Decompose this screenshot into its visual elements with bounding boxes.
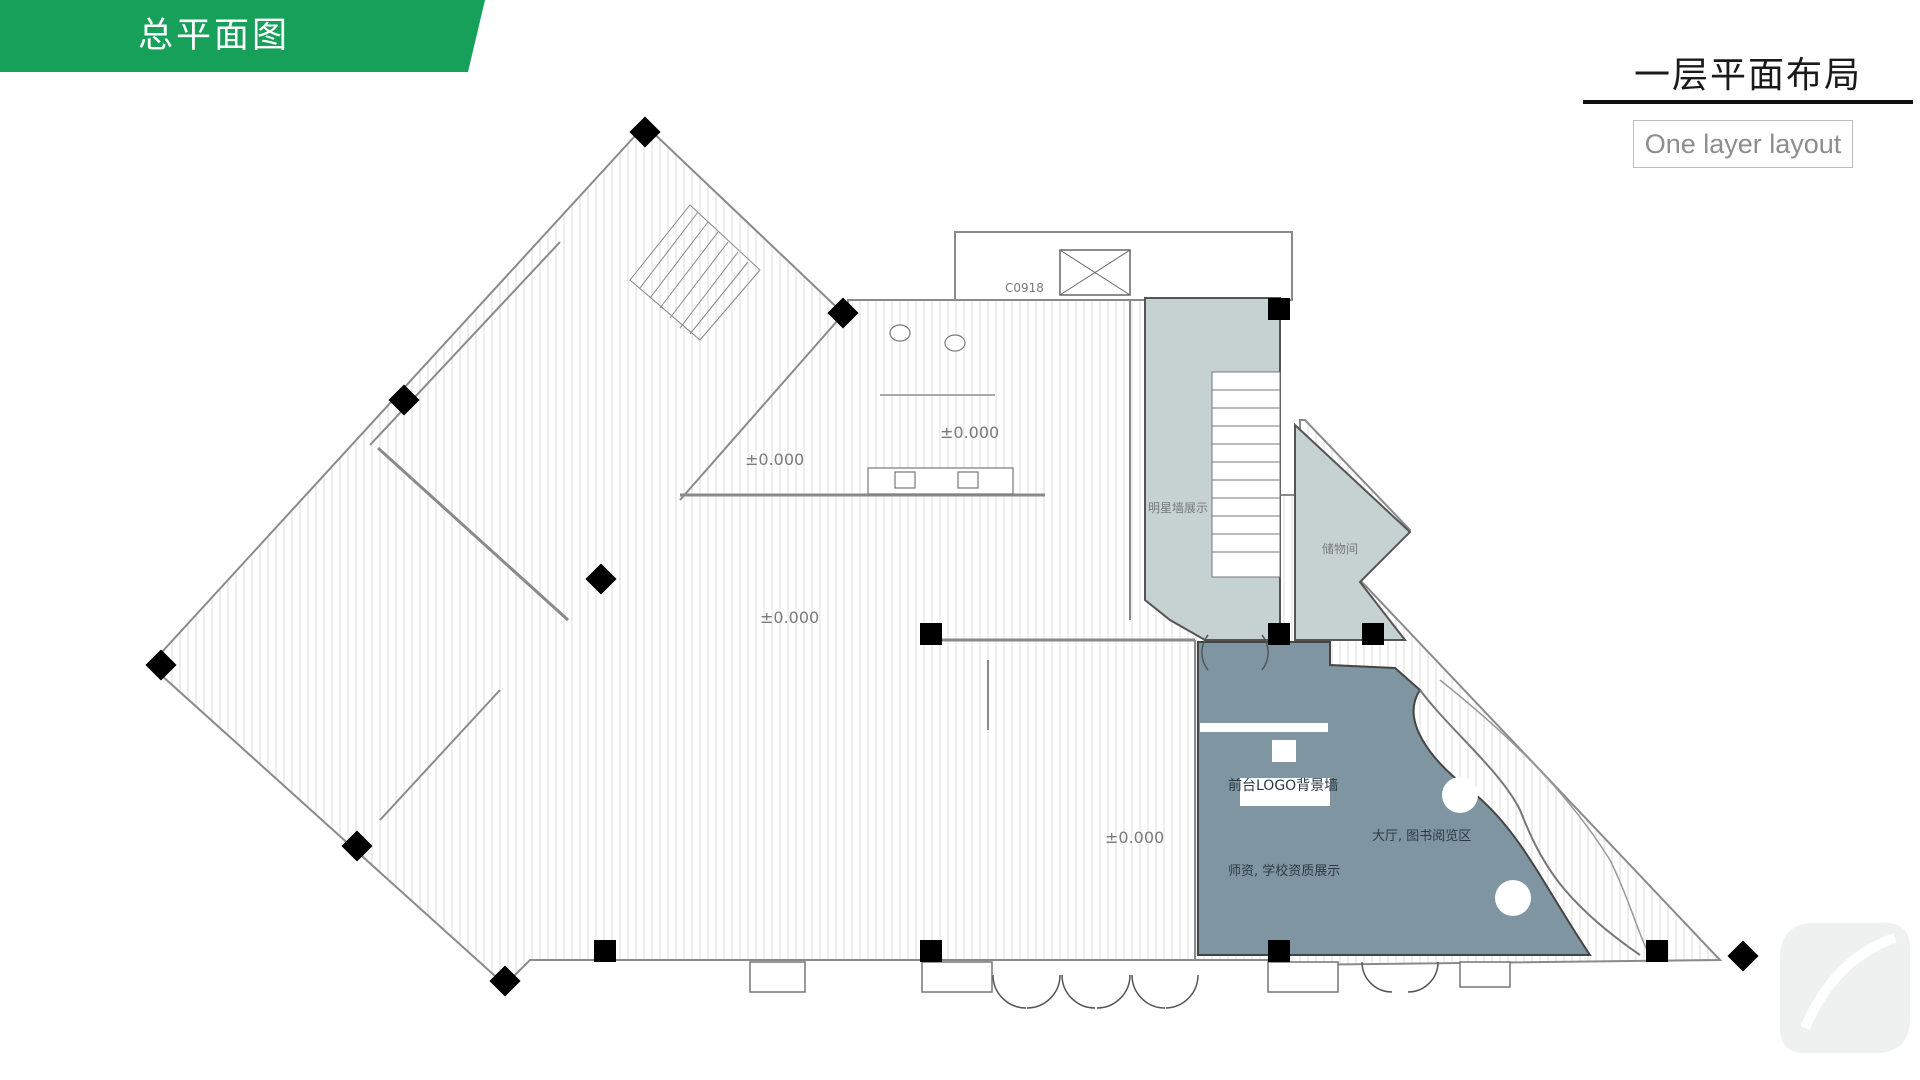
tag-code: C0918 <box>1005 281 1044 295</box>
elevation-mark-4: ±0.000 <box>1105 828 1164 847</box>
wall-diag-top <box>679 319 839 501</box>
label-storage: 储物间 <box>1322 541 1358 556</box>
landscape-edge-2 <box>1439 679 1651 956</box>
stair-left <box>629 204 761 341</box>
landscape-edge <box>1419 689 1641 956</box>
page-title: 总平面图 <box>138 16 291 56</box>
wall-l3 <box>379 689 501 821</box>
label-hall: 大厅, 图书阅览区 <box>1372 828 1471 844</box>
floor-heading-en: One layer layout <box>1633 120 1853 168</box>
reception-desk <box>1240 778 1330 806</box>
reception-logo-box <box>1272 740 1296 762</box>
label-reception: 前台LOGO背景墙 <box>1228 777 1338 794</box>
label-exhibit: 师资, 学校资质展示 <box>1228 863 1340 879</box>
floor-heading-cn: 一层平面布局 <box>1633 55 1862 96</box>
stair-right <box>1211 371 1281 578</box>
wall-l1 <box>376 446 570 622</box>
elevation-mark-1: ±0.000 <box>745 450 804 469</box>
shaft-cross-2 <box>1059 249 1131 296</box>
heading-rule <box>1583 100 1913 104</box>
label-honor-wall: 明星墙展示 <box>1148 501 1208 515</box>
reception-counter <box>1200 723 1328 732</box>
round-table-2 <box>1495 880 1531 916</box>
header-band <box>0 0 485 72</box>
round-table-1 <box>1442 777 1478 813</box>
elevation-mark-2: ±0.000 <box>940 423 999 442</box>
room-storage <box>1294 422 1412 641</box>
window-boxes <box>749 961 1511 993</box>
watermark-logo <box>1780 923 1910 1053</box>
toilet-fixtures <box>867 324 1014 495</box>
header-band-shape <box>0 0 485 72</box>
entrance-doors <box>992 634 1439 1009</box>
elevation-mark-3: ±0.000 <box>760 608 819 627</box>
